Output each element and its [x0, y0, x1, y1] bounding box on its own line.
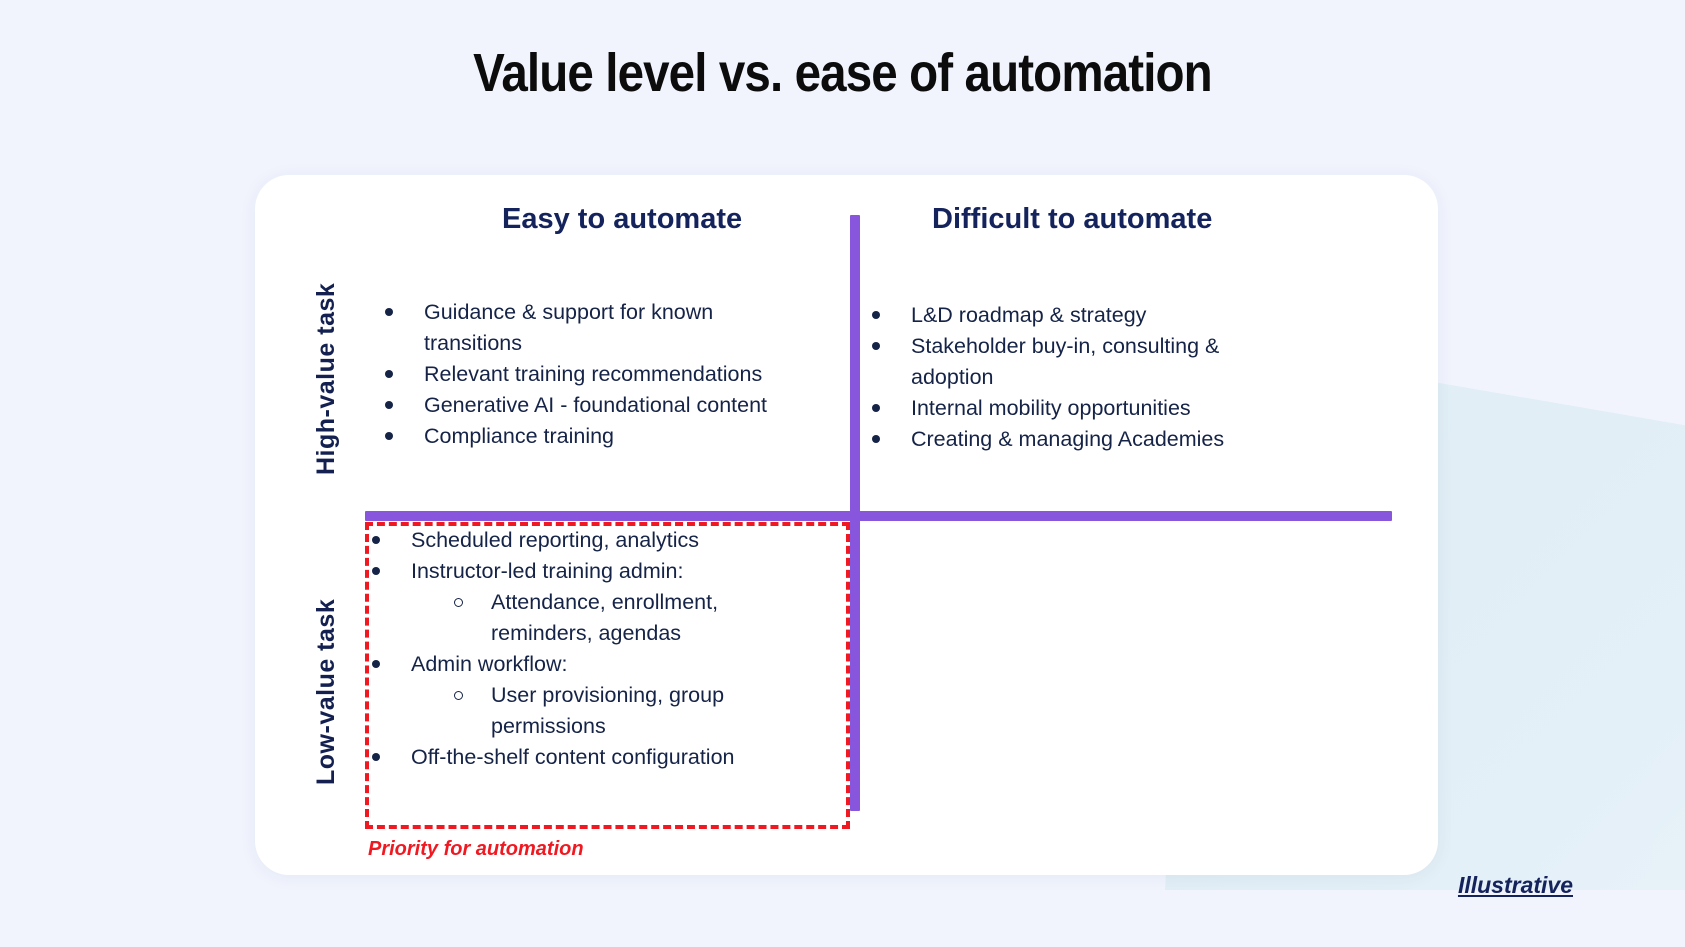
- list-item-label: Off-the-shelf content configuration: [411, 745, 735, 769]
- bullet-icon: [872, 435, 880, 443]
- axis-label-high-value-task: High-value task: [312, 282, 340, 475]
- list-item-label: Scheduled reporting, analytics: [411, 528, 700, 552]
- bullet-icon: [872, 342, 880, 350]
- list-item-label: Compliance training: [424, 424, 615, 448]
- list-item: Off-the-shelf content configuration: [355, 742, 795, 773]
- quadrant-header-easy-to-automate: Easy to automate: [502, 203, 743, 235]
- list-item-label: Guidance & support for known transitions: [424, 300, 714, 355]
- list-item: User provisioning, group permissions: [355, 680, 795, 742]
- axis-label-low-value-task: Low-value task: [312, 598, 340, 785]
- list-item: Admin workflow:: [355, 649, 795, 680]
- list-item: Relevant training recommendations: [368, 359, 798, 390]
- list-item: Stakeholder buy-in, consulting & adoptio…: [855, 331, 1255, 393]
- list-item-label: Stakeholder buy-in, consulting & adoptio…: [911, 334, 1220, 389]
- bullet-icon: [372, 753, 380, 761]
- bullet-icon: [385, 432, 393, 440]
- list-item: L&D roadmap & strategy: [855, 300, 1255, 331]
- list-item-label: L&D roadmap & strategy: [911, 303, 1147, 327]
- hollow-bullet-icon: [454, 598, 463, 607]
- list-item: Attendance, enrollment, reminders, agend…: [355, 587, 795, 649]
- list-item-label: Attendance, enrollment, reminders, agend…: [491, 590, 719, 645]
- list-item: Generative AI - foundational content: [368, 390, 798, 421]
- list-item: Compliance training: [368, 421, 798, 452]
- page-title: Value level vs. ease of automation: [473, 43, 1213, 103]
- priority-caption: Priority for automation: [368, 838, 584, 860]
- illustrative-footnote: Illustrative: [1457, 872, 1573, 898]
- list-item: Instructor-led training admin:: [355, 556, 795, 587]
- bullet-icon: [372, 536, 380, 544]
- list-item: Guidance & support for known transitions: [368, 297, 798, 359]
- list-item: Scheduled reporting, analytics: [355, 525, 795, 556]
- hollow-bullet-icon: [454, 691, 463, 700]
- list-item-label: Generative AI - foundational content: [424, 393, 768, 417]
- bullet-icon: [372, 567, 380, 575]
- list-item-label: Internal mobility opportunities: [911, 396, 1191, 420]
- bullet-icon: [872, 311, 880, 319]
- horizontal-axis-line: [365, 511, 1392, 521]
- bullet-icon: [385, 370, 393, 378]
- list-item: Internal mobility opportunities: [855, 393, 1255, 424]
- list-item-label: Admin workflow:: [411, 652, 568, 676]
- bullet-icon: [385, 308, 393, 316]
- quadrant-header-difficult-to-automate: Difficult to automate: [932, 203, 1213, 235]
- list-item-label: User provisioning, group permissions: [491, 683, 725, 738]
- bullet-icon: [385, 401, 393, 409]
- list-item-label: Creating & managing Academies: [911, 427, 1225, 451]
- bullet-icon: [872, 404, 880, 412]
- list-item-label: Relevant training recommendations: [424, 362, 763, 386]
- bullet-icon: [372, 660, 380, 668]
- list-item-label: Instructor-led training admin:: [411, 559, 684, 583]
- quadrant-top-left-list: Guidance & support for known transitions…: [368, 297, 798, 452]
- list-item: Creating & managing Academies: [855, 424, 1255, 455]
